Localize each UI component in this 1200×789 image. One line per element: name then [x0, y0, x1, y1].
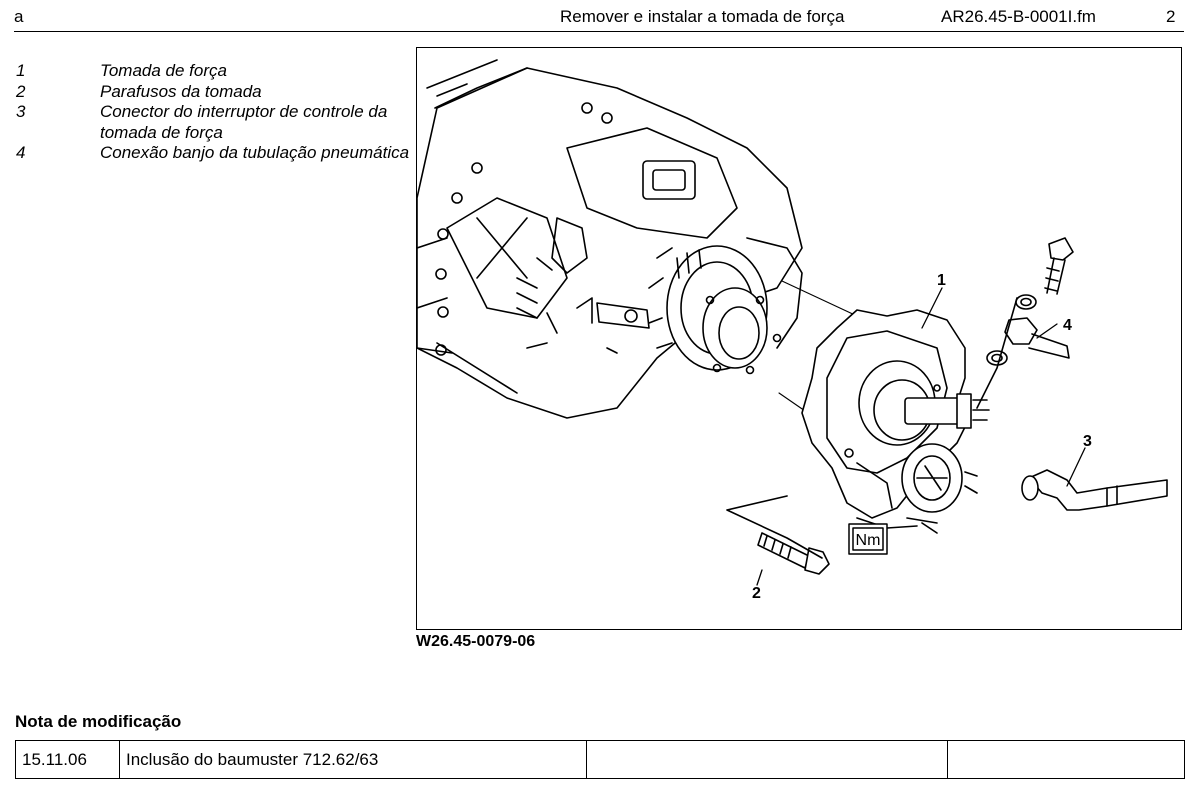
- torque-symbol-box: Nm: [848, 523, 888, 555]
- legend-number: 2: [16, 81, 26, 101]
- callout-leaders: [756, 287, 1086, 586]
- callout-labels: 1 2 3 4: [752, 272, 1092, 602]
- modification-cell-3: [586, 740, 948, 779]
- gearbox-housing-drawing: [417, 59, 803, 419]
- header-letter: a: [14, 7, 24, 26]
- legend-text: Parafusos da tomada: [100, 81, 262, 101]
- header-title: Remover e instalar a tomada de força: [560, 7, 845, 26]
- modification-cell-4: [947, 740, 1185, 779]
- legend-number: 4: [16, 143, 26, 162]
- modification-date: 15.11.06: [15, 740, 120, 779]
- header-page-number: 2: [1166, 7, 1176, 26]
- callout-2: 2: [752, 585, 761, 602]
- figure-legend: 1 Tomada de força 2 Parafusos da tomada …: [16, 61, 411, 164]
- legend-text: Conexão banjo da tubulação pneumática: [100, 143, 410, 162]
- table-row: 15.11.06 Inclusão do baumuster 712.62/63: [15, 740, 1185, 779]
- figure-code: W26.45-0079-06: [416, 633, 536, 650]
- header-file-name: AR26.45-B-0001I.fm: [941, 7, 1096, 26]
- legend-item: 1 Tomada de força: [16, 61, 411, 82]
- callout-3: 3: [1083, 433, 1092, 450]
- modification-note-title: Nota de modificação: [15, 712, 182, 731]
- legend-item: 2 Parafusos da tomada: [16, 82, 411, 103]
- technical-illustration: Nm 1 2 3 4: [416, 47, 1182, 630]
- mounting-bolt-drawing: [726, 495, 830, 575]
- page-header: a Remover e instalar a tomada de força A…: [0, 0, 1200, 32]
- callout-1: 1: [937, 272, 946, 289]
- legend-text: Tomada de força: [100, 61, 227, 80]
- legend-item: 4 Conexão banjo da tubulação pneumática: [16, 143, 411, 164]
- legend-number: 3: [16, 102, 26, 121]
- header-rule: [14, 31, 1184, 32]
- exploded-view-drawing: Nm 1 2 3 4: [417, 59, 1168, 602]
- callout-4: 4: [1063, 317, 1072, 334]
- switch-connector-drawing: [1021, 469, 1168, 511]
- torque-symbol-text: Nm: [856, 532, 881, 549]
- legend-number: 1: [16, 61, 26, 80]
- legend-item: 3 Conector do interruptor de controle da…: [16, 102, 411, 143]
- banjo-connection-drawing: [976, 237, 1074, 409]
- legend-text: Conector do interruptor de controle da t…: [100, 102, 388, 142]
- power-take-off-drawing: [801, 309, 990, 534]
- modification-description: Inclusão do baumuster 712.62/63: [119, 740, 587, 779]
- modification-table: 15.11.06 Inclusão do baumuster 712.62/63: [15, 740, 1185, 779]
